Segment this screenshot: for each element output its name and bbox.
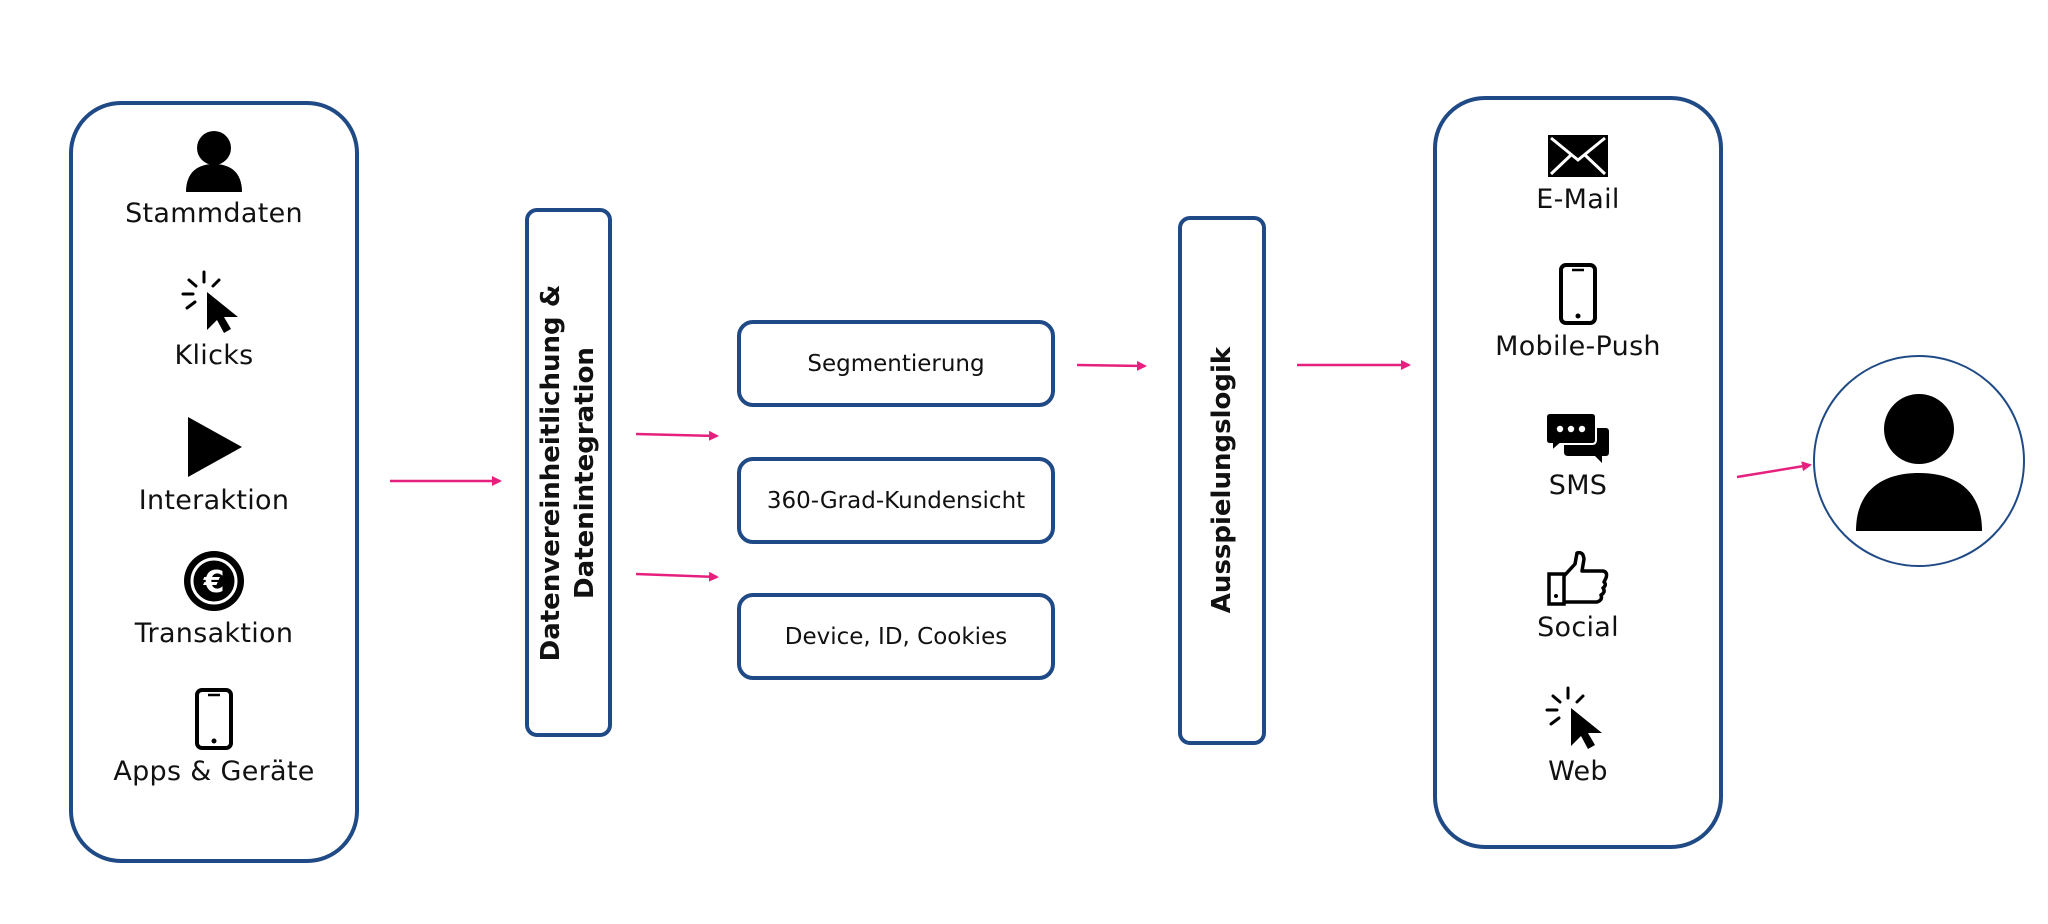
customer-circle [1813,355,2025,567]
logic-box [1178,216,1266,745]
kundensicht-box: 360-Grad-Kundensicht [737,457,1055,544]
segmentierung-box: Segmentierung [737,320,1055,407]
source-label: Interaktion [138,485,290,516]
channel-email: E-Mail [1448,134,1708,215]
channel-web: Web [1448,686,1708,787]
source-stammdaten: Stammdaten [84,130,344,229]
device-id-cookies-box: Device, ID, Cookies [737,593,1055,680]
source-label: Stammdaten [125,198,303,229]
source-label: Apps & Geräte [113,756,315,787]
arrow-integration-to-segmentierung [635,430,719,441]
source-interaktion: Interaktion [84,415,344,516]
smartphone-icon [195,688,233,750]
channel-label: Mobile-Push [1495,331,1661,362]
source-apps-geraete: Apps & Geräte [84,688,344,787]
click-icon [1545,686,1602,749]
svg-text:€: € [203,565,225,600]
mail-icon [1548,135,1608,177]
arrow-segmentierung-to-logic [1076,360,1147,371]
euro-icon: € [184,551,244,611]
smartphone-icon [1559,263,1597,325]
source-label: Transaktion [134,618,294,649]
integration-box [525,208,612,737]
thumbs-up-icon [1547,550,1609,606]
channel-label: SMS [1548,470,1608,501]
sources-panel [69,101,359,863]
channel-label: E-Mail [1536,184,1620,215]
chat-icon [1546,412,1609,463]
source-transaktion: € Transaktion [84,550,344,649]
channel-social: Social [1448,550,1708,643]
arrow-channels-to-customer [1736,461,1812,479]
person-icon [186,131,242,192]
channel-label: Web [1548,756,1608,787]
channel-label: Social [1537,612,1619,643]
channel-mobile-push: Mobile-Push [1448,263,1708,362]
source-label: Klicks [174,340,254,371]
logic-label: Ausspielungslogik [1207,346,1237,614]
click-icon [181,270,238,333]
channel-sms: SMS [1448,412,1708,501]
arrow-integration-to-device [635,571,719,582]
person-icon [1856,394,1982,531]
integration-label: Datenvereinheitlichung & Datenintegratio… [536,284,600,662]
source-klicks: Klicks [84,270,344,371]
play-icon [188,417,242,477]
